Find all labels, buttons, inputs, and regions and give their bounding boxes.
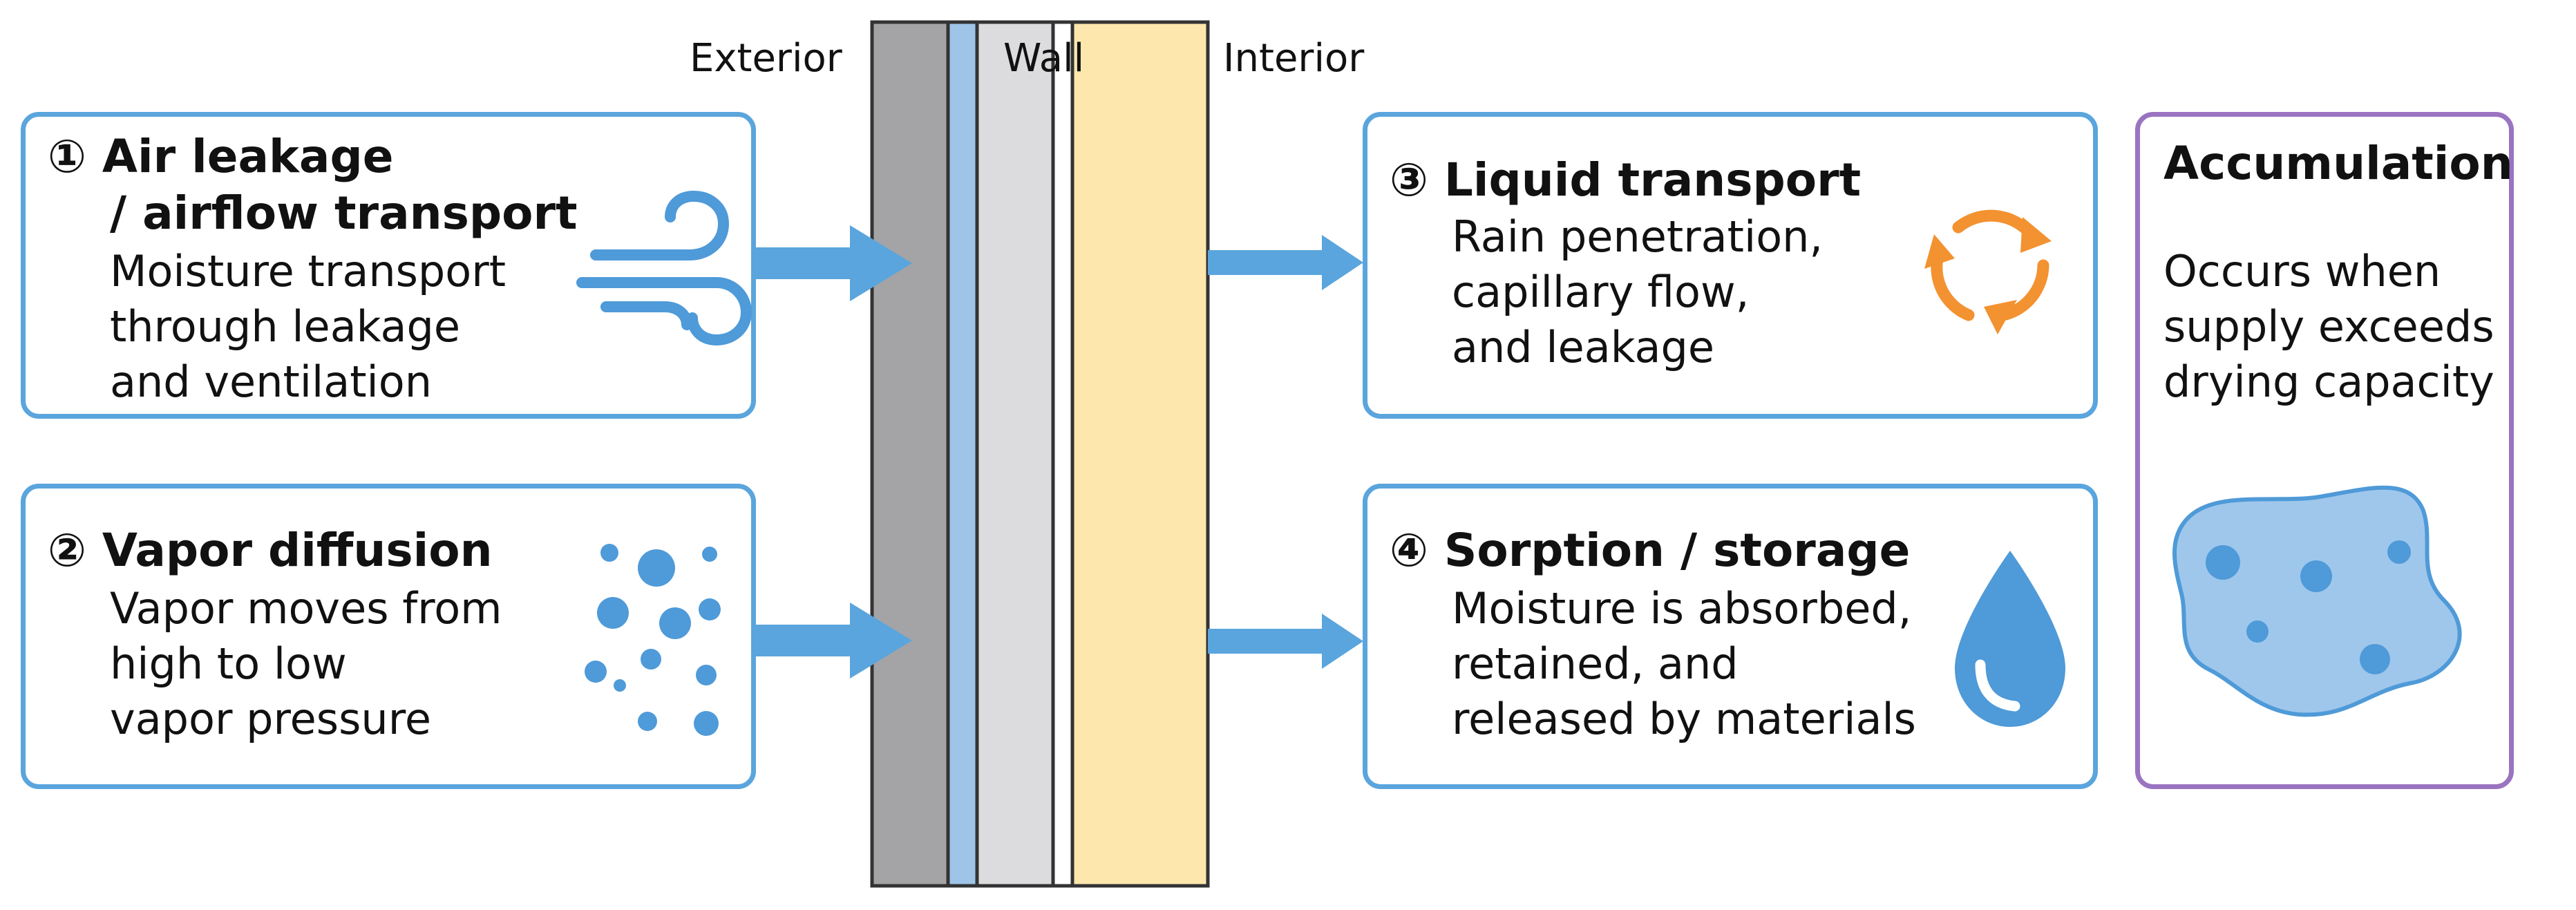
accumulation-title: Accumulation bbox=[2163, 137, 2513, 190]
air-leakage-desc-1: Moisture transport bbox=[110, 246, 506, 296]
liquid-transport-desc-1: Rain penetration, bbox=[1452, 211, 1824, 262]
liquid-transport-desc-2: capillary flow, bbox=[1452, 267, 1750, 317]
air-leakage-box: ① Air leakage / airflow transport Moistu… bbox=[21, 112, 756, 419]
sorption-storage-title-text: Sorption / storage bbox=[1443, 524, 1911, 577]
wall-outer-layer bbox=[870, 20, 950, 888]
accumulation-box: Accumulation Occurs when supply exceeds … bbox=[2135, 112, 2514, 789]
accumulation-desc-3: drying capacity bbox=[2163, 357, 2494, 407]
arrow-wall-to-sorption bbox=[1208, 614, 1363, 669]
sorption-storage-number: ④ bbox=[1390, 524, 1428, 577]
vapor-diffusion-box: ② Vapor diffusion Vapor moves from high … bbox=[21, 484, 756, 789]
air-leakage-desc-2: through leakage bbox=[110, 301, 460, 352]
air-leakage-title-line2: / airflow transport bbox=[110, 187, 578, 240]
cycle-arrows-icon bbox=[1924, 209, 2052, 334]
sorption-storage-desc-1: Moisture is absorbed, bbox=[1452, 583, 1912, 634]
interior-label: Interior bbox=[1223, 36, 1365, 81]
wall-section bbox=[870, 20, 1210, 888]
sorption-storage-desc-3: released by materials bbox=[1452, 694, 1916, 744]
wall-insulation-layer bbox=[1070, 20, 1210, 888]
wall-board-layer bbox=[975, 20, 1055, 888]
air-leakage-title: ① Air leakage bbox=[48, 129, 393, 184]
accumulation-desc-2: supply exceeds bbox=[2163, 301, 2494, 352]
air-leakage-number: ① bbox=[48, 130, 86, 183]
wall-layers bbox=[870, 20, 1210, 888]
accumulation-desc-1: Occurs when bbox=[2163, 246, 2441, 296]
arrow-vapor-to-wall bbox=[753, 603, 912, 679]
vapor-diffusion-title-text: Vapor diffusion bbox=[102, 524, 493, 577]
vapor-diffusion-number: ② bbox=[48, 524, 86, 577]
exterior-label: Exterior bbox=[690, 36, 842, 81]
liquid-transport-title: ③ Liquid transport bbox=[1390, 153, 1861, 208]
liquid-transport-box: ③ Liquid transport Rain penetration, cap… bbox=[1363, 112, 2098, 419]
vapor-diffusion-desc-3: vapor pressure bbox=[110, 694, 431, 744]
wall-membrane-layer bbox=[946, 20, 979, 888]
wall-thin-layer bbox=[1051, 20, 1074, 888]
sorption-storage-title: ④ Sorption / storage bbox=[1390, 523, 1910, 578]
arrow-wall-to-liquid bbox=[1208, 235, 1363, 290]
arrow-air-to-wall bbox=[753, 225, 912, 301]
vapor-dots-icon bbox=[585, 544, 721, 736]
liquid-transport-desc-3: and leakage bbox=[1452, 322, 1715, 372]
water-drop-icon bbox=[1955, 551, 2065, 727]
liquid-transport-number: ③ bbox=[1390, 153, 1428, 207]
sorption-storage-desc-2: retained, and bbox=[1452, 638, 1739, 689]
air-leakage-title-line1: Air leakage bbox=[102, 130, 394, 183]
air-leakage-desc-3: and ventilation bbox=[110, 357, 432, 407]
wet-blob-icon bbox=[2172, 485, 2462, 717]
vapor-diffusion-desc-2: high to low bbox=[110, 638, 347, 689]
vapor-diffusion-desc-1: Vapor moves from bbox=[110, 583, 502, 634]
liquid-transport-title-text: Liquid transport bbox=[1443, 153, 1862, 207]
vapor-diffusion-title: ② Vapor diffusion bbox=[48, 523, 493, 578]
sorption-storage-box: ④ Sorption / storage Moisture is absorbe… bbox=[1363, 484, 2098, 789]
wind-icon bbox=[576, 190, 752, 346]
wall-label: Wall bbox=[1003, 36, 1085, 81]
